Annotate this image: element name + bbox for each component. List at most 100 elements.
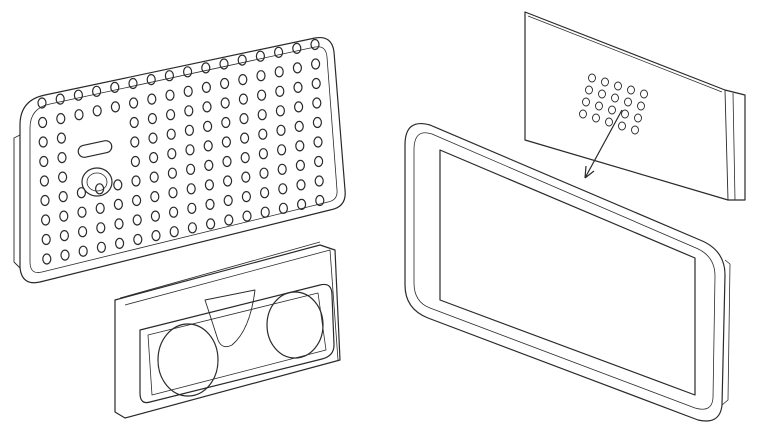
case-hole bbox=[314, 175, 324, 187]
case-hole bbox=[150, 191, 160, 203]
case-hole bbox=[149, 171, 159, 183]
card-dot bbox=[605, 117, 613, 127]
case-hole bbox=[129, 116, 139, 129]
case-hole bbox=[166, 128, 176, 140]
case-hole bbox=[256, 70, 266, 82]
case-hole bbox=[203, 120, 213, 133]
case-hole bbox=[133, 233, 143, 246]
case-hole bbox=[129, 97, 139, 109]
case-hole bbox=[185, 144, 195, 156]
case-hole bbox=[149, 152, 159, 164]
case-hole bbox=[150, 210, 160, 222]
case-hole bbox=[222, 155, 232, 168]
case-hole bbox=[164, 70, 174, 82]
case-hole bbox=[167, 148, 177, 160]
case-hole bbox=[312, 97, 322, 109]
case-hole bbox=[128, 77, 138, 90]
case-hole bbox=[297, 198, 307, 210]
case-hole bbox=[110, 81, 120, 94]
case-hole bbox=[186, 183, 196, 195]
case-hole bbox=[315, 194, 325, 207]
case-hole bbox=[165, 89, 175, 101]
case-hole bbox=[292, 42, 302, 55]
case-hole bbox=[59, 230, 70, 242]
case-hole bbox=[146, 73, 156, 86]
case-hole bbox=[42, 253, 52, 265]
case-hole bbox=[206, 218, 216, 230]
case-hole bbox=[56, 132, 67, 144]
case-hole bbox=[37, 116, 48, 129]
case-hole bbox=[240, 132, 250, 144]
card-dot bbox=[634, 113, 642, 123]
vr-viewer bbox=[114, 241, 341, 419]
card-dot bbox=[627, 85, 635, 95]
card-dot bbox=[582, 97, 590, 107]
case-hole bbox=[204, 179, 214, 191]
card-dot bbox=[614, 81, 622, 91]
phone-screen bbox=[439, 149, 696, 396]
case-hole bbox=[55, 93, 65, 105]
case-hole bbox=[148, 132, 158, 144]
camera-slot bbox=[77, 140, 113, 158]
case-hole bbox=[223, 194, 233, 207]
case-hole bbox=[312, 116, 322, 129]
case-hole bbox=[260, 206, 270, 218]
case-hole bbox=[110, 101, 121, 113]
card-dot bbox=[621, 109, 629, 119]
case-hole bbox=[186, 163, 196, 175]
case-hole bbox=[260, 187, 270, 199]
case-hole bbox=[311, 77, 321, 90]
case-hole bbox=[58, 191, 68, 203]
case-hole bbox=[130, 155, 140, 168]
case-hole bbox=[310, 38, 320, 51]
case-hole bbox=[60, 249, 70, 261]
case-hole bbox=[184, 124, 194, 136]
case-hole bbox=[151, 230, 161, 242]
case-hole bbox=[132, 214, 142, 226]
case-hole bbox=[293, 81, 303, 94]
case-hole bbox=[294, 101, 304, 113]
card-dot bbox=[618, 121, 626, 131]
perforated-case bbox=[13, 36, 346, 284]
case-hole bbox=[147, 112, 157, 125]
case-hole bbox=[238, 73, 248, 86]
case-hole bbox=[238, 93, 248, 105]
case-hole bbox=[292, 62, 302, 74]
case-hole bbox=[183, 66, 193, 78]
case-hole bbox=[237, 54, 247, 66]
card-dot bbox=[640, 89, 648, 99]
case-hole bbox=[221, 136, 231, 148]
case-hole bbox=[311, 58, 321, 70]
case-hole bbox=[39, 155, 49, 168]
arrow bbox=[584, 109, 623, 179]
case-hole bbox=[41, 233, 51, 246]
card-dot bbox=[624, 97, 632, 107]
case-hole bbox=[259, 167, 269, 179]
case-hole bbox=[295, 140, 305, 152]
case-hole bbox=[92, 105, 102, 117]
card-dot bbox=[601, 77, 609, 87]
dot-card bbox=[524, 11, 746, 201]
case-hole bbox=[241, 191, 251, 203]
card-dot bbox=[608, 105, 616, 115]
case-hole bbox=[278, 183, 288, 195]
case-hole bbox=[74, 109, 84, 121]
case-hole bbox=[113, 198, 124, 210]
case-hole bbox=[205, 198, 215, 210]
case-hole bbox=[187, 202, 197, 214]
card-dot bbox=[585, 85, 593, 95]
case-hole bbox=[221, 116, 231, 129]
case-hole bbox=[220, 97, 230, 109]
case-hole bbox=[132, 194, 142, 207]
case-hole bbox=[274, 66, 284, 78]
case-hole bbox=[94, 183, 105, 195]
case-hole bbox=[56, 112, 66, 125]
card-dot bbox=[588, 73, 596, 83]
case-hole bbox=[96, 222, 106, 234]
card-dot bbox=[611, 93, 619, 103]
case-hole-grid bbox=[37, 38, 325, 265]
case-hole bbox=[183, 85, 193, 97]
case-hole bbox=[187, 222, 197, 234]
case-hole bbox=[258, 148, 268, 160]
case-hole bbox=[77, 226, 88, 238]
